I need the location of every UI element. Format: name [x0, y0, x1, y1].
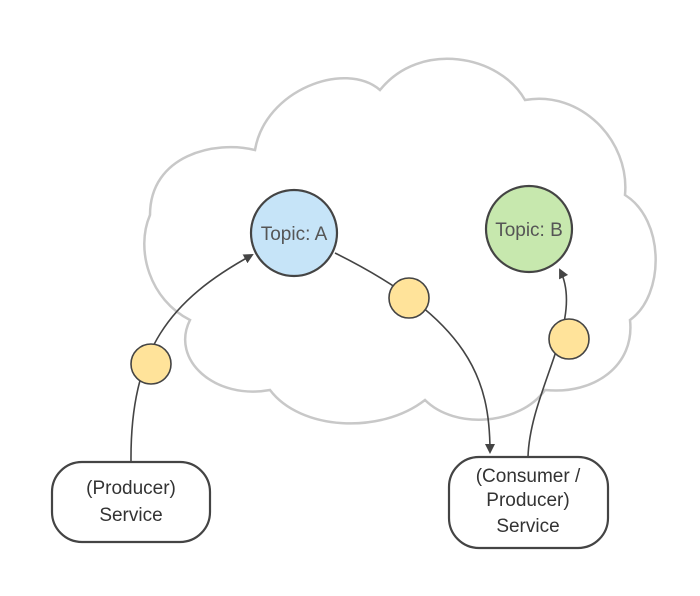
producer-service-line-2: Service — [99, 505, 162, 526]
message-marker-1 — [130, 343, 172, 385]
producer-service-line-1: (Producer) — [86, 478, 176, 499]
topic-b-circle — [484, 184, 574, 274]
topic-a-circle — [249, 188, 339, 278]
producer-service-box — [50, 460, 212, 544]
topic-b-node[interactable]: Topic: B — [484, 184, 574, 274]
cloud-boundary — [143, 57, 657, 425]
topic-a-label: Topic: A — [261, 224, 328, 245]
consumer-producer-service-line-2: Producer) — [486, 490, 569, 511]
consumer-producer-service-line-3: Service — [496, 516, 559, 537]
consumer-producer-service-line-1: (Consumer / — [476, 466, 581, 487]
topic-b-label: Topic: B — [495, 220, 563, 241]
consumer-producer-service-node[interactable]: (Consumer / Producer) Service — [447, 455, 610, 550]
message-marker-3 — [548, 318, 590, 360]
edge-topic-a-to-consumer — [334, 252, 495, 454]
edge-consumer-to-topic-b — [527, 268, 569, 458]
producer-service-node[interactable]: (Producer) Service — [50, 460, 212, 544]
message-marker-2 — [388, 277, 430, 319]
consumer-producer-service-box — [447, 455, 610, 550]
edge-producer-to-topic-a — [130, 254, 254, 463]
topic-a-node[interactable]: Topic: A — [249, 188, 339, 278]
